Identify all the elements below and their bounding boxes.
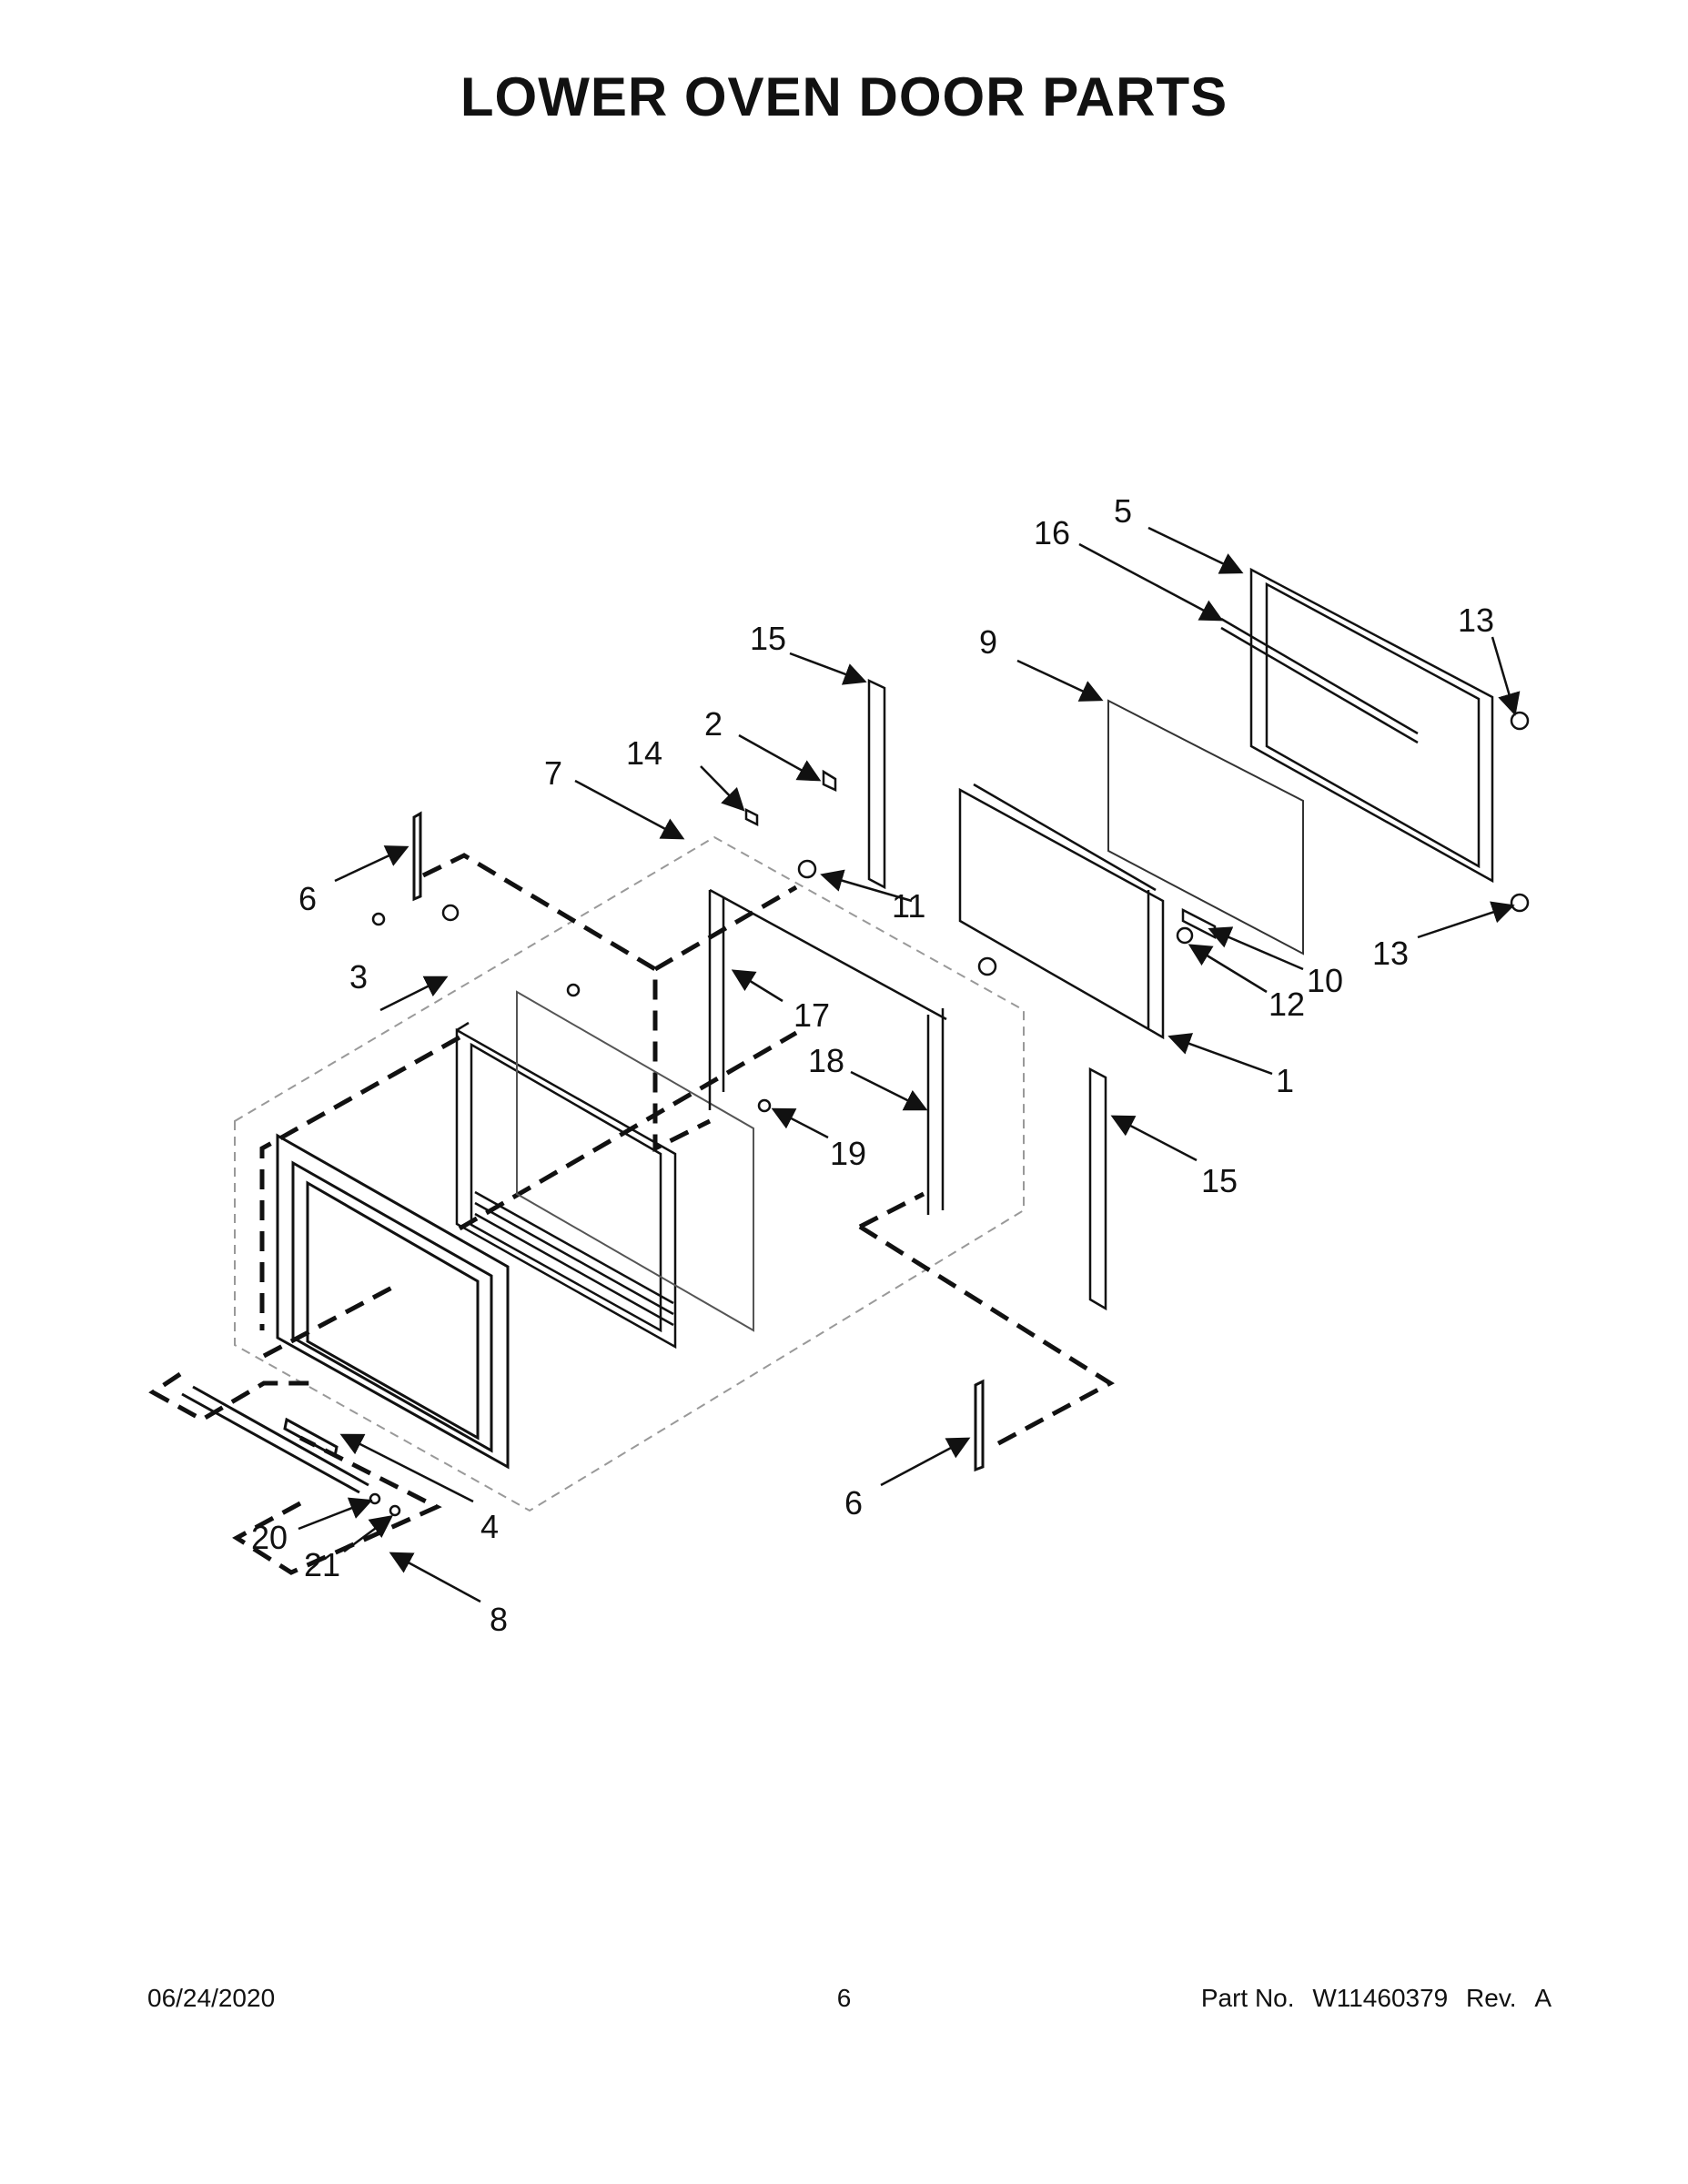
arrow-6-top bbox=[334, 845, 409, 883]
callout-12: 12 bbox=[1269, 986, 1305, 1023]
callout-7: 7 bbox=[544, 754, 562, 792]
arrow-10 bbox=[1208, 926, 1304, 971]
callout-13-top: 13 bbox=[1458, 602, 1494, 639]
callout-6-bottom: 6 bbox=[844, 1484, 863, 1522]
callout-6-top: 6 bbox=[298, 880, 317, 917]
arrow-17 bbox=[731, 969, 783, 1003]
arrow-8 bbox=[389, 1552, 481, 1603]
callout-14: 14 bbox=[626, 734, 662, 772]
callout-15-bottom: 15 bbox=[1201, 1162, 1238, 1199]
callout-10: 10 bbox=[1307, 962, 1343, 999]
callout-9: 9 bbox=[979, 623, 997, 661]
arrow-7 bbox=[574, 779, 685, 840]
part-top-frame bbox=[1220, 567, 1494, 884]
arrow-15-top bbox=[789, 652, 867, 685]
footer-page-number: 6 bbox=[836, 1984, 852, 2012]
arrow-15-bottom bbox=[1110, 1115, 1198, 1162]
part-inner-door-panel bbox=[958, 783, 1165, 1040]
callout-20: 20 bbox=[251, 1519, 288, 1556]
arrow-4 bbox=[339, 1433, 474, 1503]
part-hinges bbox=[412, 811, 985, 1472]
part-number-value: W11460379 bbox=[1312, 1984, 1449, 2012]
arrow-2 bbox=[738, 733, 822, 782]
callout-16: 16 bbox=[1034, 514, 1070, 551]
callout-21: 21 bbox=[304, 1546, 340, 1583]
footer-part-number: Part No. W11460379 Rev. A bbox=[1201, 1984, 1552, 2013]
part-outer-door bbox=[276, 1133, 510, 1470]
callout-labels: 1 2 3 4 5 6 6 7 8 9 10 11 12 13 13 14 15… bbox=[251, 492, 1494, 1638]
callout-19: 19 bbox=[830, 1135, 866, 1172]
callout-5: 5 bbox=[1114, 492, 1132, 530]
part-glass-9 bbox=[1107, 699, 1304, 956]
arrow-3 bbox=[379, 976, 449, 1012]
arrow-19 bbox=[771, 1107, 829, 1139]
part-side-channels bbox=[708, 888, 947, 1215]
revision-value: A bbox=[1534, 1984, 1552, 2012]
arrow-5 bbox=[1147, 526, 1244, 574]
arrow-6-bottom bbox=[880, 1437, 971, 1487]
arrow-12 bbox=[1188, 944, 1268, 994]
part-number-label: Part No. bbox=[1200, 1984, 1295, 2012]
arrow-9 bbox=[1016, 659, 1104, 702]
revision-label: Rev. bbox=[1466, 1984, 1517, 2012]
part-inner-frame bbox=[455, 1021, 677, 1350]
part-handle bbox=[181, 1385, 369, 1494]
page-title: LOWER OVEN DOOR PARTS bbox=[460, 66, 1228, 127]
callout-15-top: 15 bbox=[750, 620, 786, 657]
arrow-21 bbox=[343, 1515, 394, 1553]
arrow-18 bbox=[850, 1070, 928, 1111]
assembly-dashed-lines bbox=[148, 853, 1115, 1575]
arrow-16 bbox=[1078, 542, 1224, 622]
callout-11: 11 bbox=[892, 887, 925, 925]
callout-13-bottom: 13 bbox=[1372, 935, 1409, 972]
arrow-1 bbox=[1167, 1033, 1273, 1076]
footer-date: 06/24/2020 bbox=[147, 1984, 276, 2012]
callout-4: 4 bbox=[480, 1508, 499, 1545]
callout-1: 1 bbox=[1276, 1062, 1294, 1099]
arrow-13-top bbox=[1491, 636, 1521, 716]
callout-8: 8 bbox=[490, 1601, 508, 1638]
arrow-11 bbox=[820, 869, 913, 903]
arrow-20 bbox=[298, 1497, 373, 1531]
callout-3: 3 bbox=[349, 958, 368, 996]
callout-arrows bbox=[298, 526, 1521, 1603]
callout-17: 17 bbox=[793, 996, 830, 1034]
arrow-14 bbox=[700, 765, 745, 812]
arrow-13-bottom bbox=[1417, 901, 1515, 939]
callout-2: 2 bbox=[704, 705, 723, 743]
small-parts bbox=[369, 711, 1530, 1517]
part-side-strips bbox=[867, 679, 1107, 1311]
part-inner-glass bbox=[516, 990, 754, 1332]
callout-18: 18 bbox=[808, 1042, 844, 1079]
door-assembly-outline bbox=[234, 835, 1025, 1512]
